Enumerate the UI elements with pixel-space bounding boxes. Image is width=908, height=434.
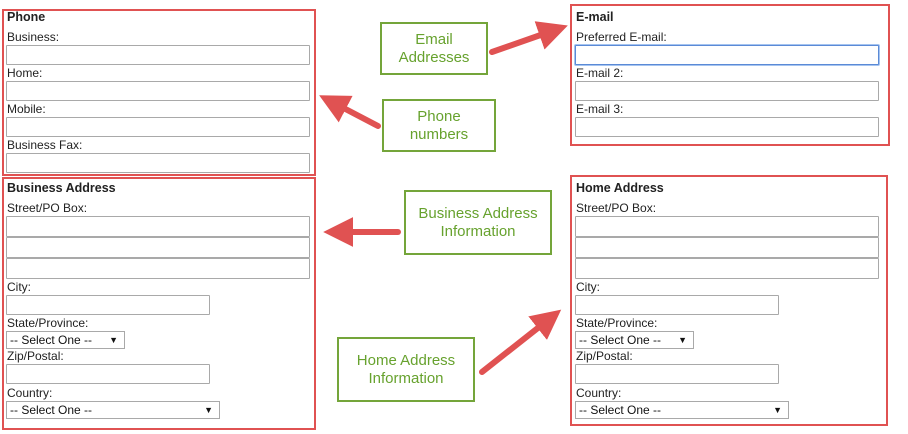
phone-arrow-icon (319, 95, 381, 129)
home-address-callout-text: Home Address Information (356, 351, 456, 387)
preferred-email-label: Preferred E-mail: (576, 30, 667, 44)
home-zip-label: Zip/Postal: (576, 349, 633, 363)
email-2-label: E-mail 2: (576, 66, 624, 80)
phone-section (2, 9, 316, 176)
email-3-label: E-mail 3: (576, 102, 624, 116)
email-callout: Email Addresses (380, 22, 488, 75)
email-arrow-icon (489, 21, 568, 55)
business-state-value: -- Select One -- (10, 333, 93, 347)
business-phone-label: Business: (7, 30, 60, 44)
home-state-select[interactable]: -- Select One -- ▼ (575, 331, 694, 349)
business-fax-input[interactable] (6, 153, 310, 173)
chevron-down-icon: ▼ (204, 405, 213, 415)
business-phone-input[interactable] (6, 45, 310, 65)
business-city-label: City: (7, 280, 31, 294)
business-state-label: State/Province: (7, 316, 89, 330)
business-country-value: -- Select One -- (10, 403, 93, 417)
business-street-label: Street/PO Box: (7, 201, 88, 215)
business-zip-input[interactable] (6, 364, 210, 384)
home-state-label: State/Province: (576, 316, 658, 330)
home-street-input-3[interactable] (575, 258, 879, 279)
business-street-input-2[interactable] (6, 237, 310, 258)
home-street-label: Street/PO Box: (576, 201, 657, 215)
home-arrow-icon (479, 309, 562, 375)
mobile-phone-input[interactable] (6, 117, 310, 137)
business-address-callout-text: Business Address Information (418, 204, 538, 240)
phone-title: Phone (7, 10, 46, 24)
home-zip-input[interactable] (575, 364, 779, 384)
business-address-section (2, 177, 316, 430)
email-2-input[interactable] (575, 81, 879, 101)
home-country-value: -- Select One -- (579, 403, 662, 417)
business-country-label: Country: (7, 386, 53, 400)
business-fax-label: Business Fax: (7, 138, 83, 152)
business-zip-label: Zip/Postal: (7, 349, 64, 363)
chevron-down-icon: ▼ (773, 405, 782, 415)
home-street-input-1[interactable] (575, 216, 879, 237)
business-address-title: Business Address (7, 181, 116, 195)
phone-callout-text: Phone numbers (409, 107, 469, 143)
business-street-input-3[interactable] (6, 258, 310, 279)
email-callout-text: Email Addresses (398, 30, 470, 66)
chevron-down-icon: ▼ (109, 335, 118, 345)
home-city-label: City: (576, 280, 600, 294)
business-state-select[interactable]: -- Select One -- ▼ (6, 331, 125, 349)
email-section (570, 4, 890, 146)
business-city-input[interactable] (6, 295, 210, 315)
home-country-select[interactable]: -- Select One -- ▼ (575, 401, 789, 419)
home-address-section (570, 175, 888, 426)
home-address-title: Home Address (576, 181, 664, 195)
email-title: E-mail (576, 10, 614, 24)
mobile-phone-label: Mobile: (7, 102, 46, 116)
phone-callout: Phone numbers (382, 99, 496, 152)
business-address-callout: Business Address Information (404, 190, 552, 255)
business-country-select[interactable]: -- Select One -- ▼ (6, 401, 220, 419)
home-phone-input[interactable] (6, 81, 310, 101)
business-street-input-1[interactable] (6, 216, 310, 237)
home-phone-label: Home: (7, 66, 43, 80)
home-state-value: -- Select One -- (579, 333, 662, 347)
email-3-input[interactable] (575, 117, 879, 137)
home-street-input-2[interactable] (575, 237, 879, 258)
chevron-down-icon: ▼ (678, 335, 687, 345)
home-city-input[interactable] (575, 295, 779, 315)
home-country-label: Country: (576, 386, 622, 400)
preferred-email-input[interactable] (575, 45, 879, 65)
home-address-callout: Home Address Information (337, 337, 475, 402)
